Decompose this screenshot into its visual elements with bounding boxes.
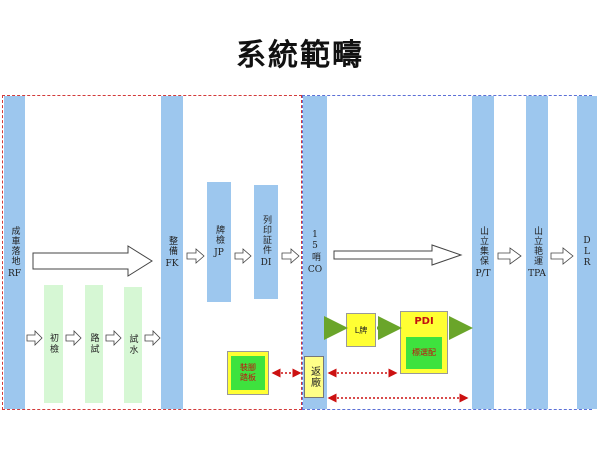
pdi-inner: 標選配 [406,337,442,369]
stage-rf-label: 成車落地 [9,225,20,266]
pdi-label: PDI [414,316,434,327]
arrow-di-co [281,248,300,264]
stage-tpa-label: 山立艳運 [532,225,542,266]
stage-fk: 整備 FK [161,96,183,409]
arrow-road-water [105,330,122,346]
arrow-rf-fk [32,245,153,277]
check-first-label: 初檢 [48,333,58,355]
stage-tpa-code: TPA [528,268,546,279]
repair-inner: 裝腳踏板 [231,356,265,390]
check-water-label: 試水 [127,334,138,356]
pdi-inner-label: 標選配 [412,348,436,357]
stage-pt-code: P/T [475,268,491,279]
return-label: 返廠 [308,366,320,388]
stage-pt-label: 山立集保 [478,225,488,266]
stage-di: 列印証件 DI [254,185,278,299]
arrow-co-pt [333,244,463,266]
arrow-fk-jp [186,248,205,264]
stage-fk-label: 整備 [167,235,177,256]
stage-jp-label: 牌檢 [214,225,224,245]
stage-di-label: 列印証件 [261,215,271,255]
l-plate-label: L牌 [354,325,368,335]
stage-di-code: DI [260,258,272,268]
stage-jp-code: JP [214,248,224,258]
arrow-jp-di [234,248,252,264]
stage-co-label: 15哨 [310,229,320,262]
region-left [2,95,302,410]
stage-fk-code: FK [165,258,179,269]
stage-rf-code: RF [7,268,22,279]
stage-dlr: DLR [577,96,597,409]
arrow-tpa-dlr [550,247,574,265]
check-water: 試水 [124,287,142,403]
l-plate-box: L牌 [346,313,376,347]
check-road: 路試 [85,285,103,403]
stage-co-code: CO [307,264,323,275]
arrow-water-fk [144,330,161,346]
repair-label: 裝腳踏板 [240,363,256,382]
check-first: 初檢 [44,285,63,403]
stage-dlr-label: DLR [582,236,592,269]
stage-jp: 牌檢 JP [207,182,231,302]
arrow-pt-tpa [497,247,522,265]
arrow-first-road [65,330,82,346]
stage-tpa: 山立艳運 TPA [526,96,548,409]
stage-rf: 成車落地 RF [4,96,25,409]
check-road-label: 路試 [88,333,99,355]
page-title: 系統範疇 [236,38,364,73]
arrow-rf-first [26,330,43,346]
return-box: 返廠 [304,356,324,398]
stage-pt: 山立集保 P/T [472,96,494,409]
